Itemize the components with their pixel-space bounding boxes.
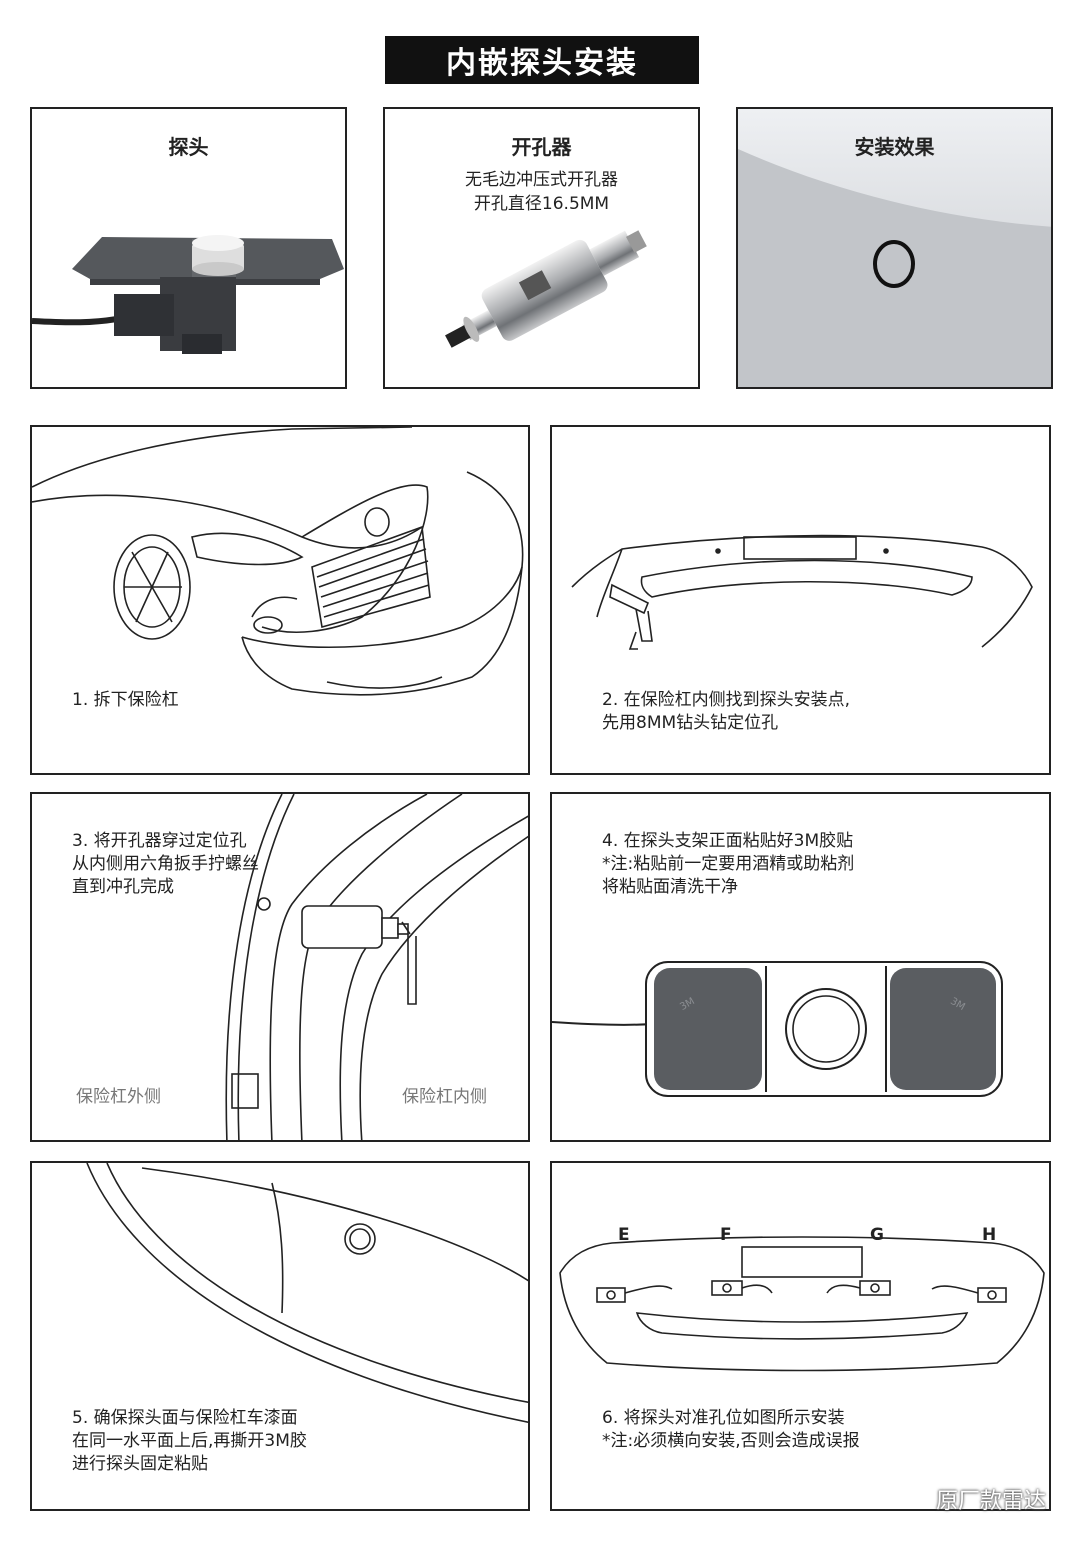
panel-hole-punch-title: 开孔器 [511,135,572,159]
step-1-panel: 1. 拆下保险杠 [30,425,530,775]
hole-punch-desc-2: 开孔直径16.5MM [473,194,610,214]
step-4-text: 4. 在探头支架正面粘贴好3M胶贴 *注:粘贴前一定要用酒精或助粘剂 将粘贴面清… [602,831,855,897]
step-6-text: 6. 将探头对准孔位如图所示安装 *注:必须横向安装,否则会造成误报 [602,1408,860,1451]
step-5-bumper-illustration [86,1163,528,1423]
step-2-panel: 2. 在保险杠内侧找到探头安装点, 先用8MM钻头钻定位孔 [550,425,1051,775]
bumper-inside-label: 保险杠内侧 [402,1087,487,1107]
step-4-bracket-illustration [552,961,1003,1097]
panel-probe-title: 探头 [168,135,209,159]
panel-hole-punch: 开孔器 无毛边冲压式开孔器 开孔直径16.5MM [383,107,700,389]
step-4-panel: 4. 在探头支架正面粘贴好3M胶贴 *注:粘贴前一定要用酒精或助粘剂 将粘贴面清… [550,792,1051,1142]
install-effect-illustration [738,109,1051,387]
panel-install-effect: 安装效果 [736,107,1053,389]
panel-probe: 探头 [30,107,347,389]
probe-illustration [32,235,344,354]
position-label-f: F [720,1225,732,1245]
position-label-g: G [870,1225,884,1245]
page-title: 内嵌探头安装 [385,36,699,84]
step-1-car-illustration [32,427,524,696]
step-5-text: 5. 确保探头面与保险杠车漆面 在同一水平面上后,再撕开3M胶 进行探头固定粘贴 [72,1408,307,1474]
step-3-text: 3. 将开孔器穿过定位孔 从内侧用六角扳手拧螺丝 直到冲孔完成 [72,831,259,897]
panel-install-effect-title: 安装效果 [854,135,935,159]
step-5-panel: 5. 确保探头面与保险杠车漆面 在同一水平面上后,再撕开3M胶 进行探头固定粘贴 [30,1161,530,1511]
step-2-bumper-illustration [571,534,1033,650]
step-1-text: 1. 拆下保险杠 [72,690,179,710]
hole-punch-illustration [445,230,647,348]
watermark-text: 原厂款雷达 [935,1489,1046,1514]
hole-punch-desc-1: 无毛边冲压式开孔器 [465,170,618,190]
step-3-punch-illustration [225,794,528,1140]
step-6-panel: E F G H 6. 将探头对准孔位如图所示安装 *注:必须横向安装,否则会造成… [550,1161,1051,1511]
bumper-outside-label: 保险杠外侧 [76,1087,161,1107]
position-label-e: E [618,1225,630,1245]
position-label-h: H [982,1225,997,1245]
step-2-text: 2. 在保险杠内侧找到探头安装点, 先用8MM钻头钻定位孔 [602,690,851,733]
step-3-panel: 3. 将开孔器穿过定位孔 从内侧用六角扳手拧螺丝 直到冲孔完成 保险杠外侧 保险… [30,792,530,1142]
step-6-bumper-illustration [559,1236,1045,1372]
